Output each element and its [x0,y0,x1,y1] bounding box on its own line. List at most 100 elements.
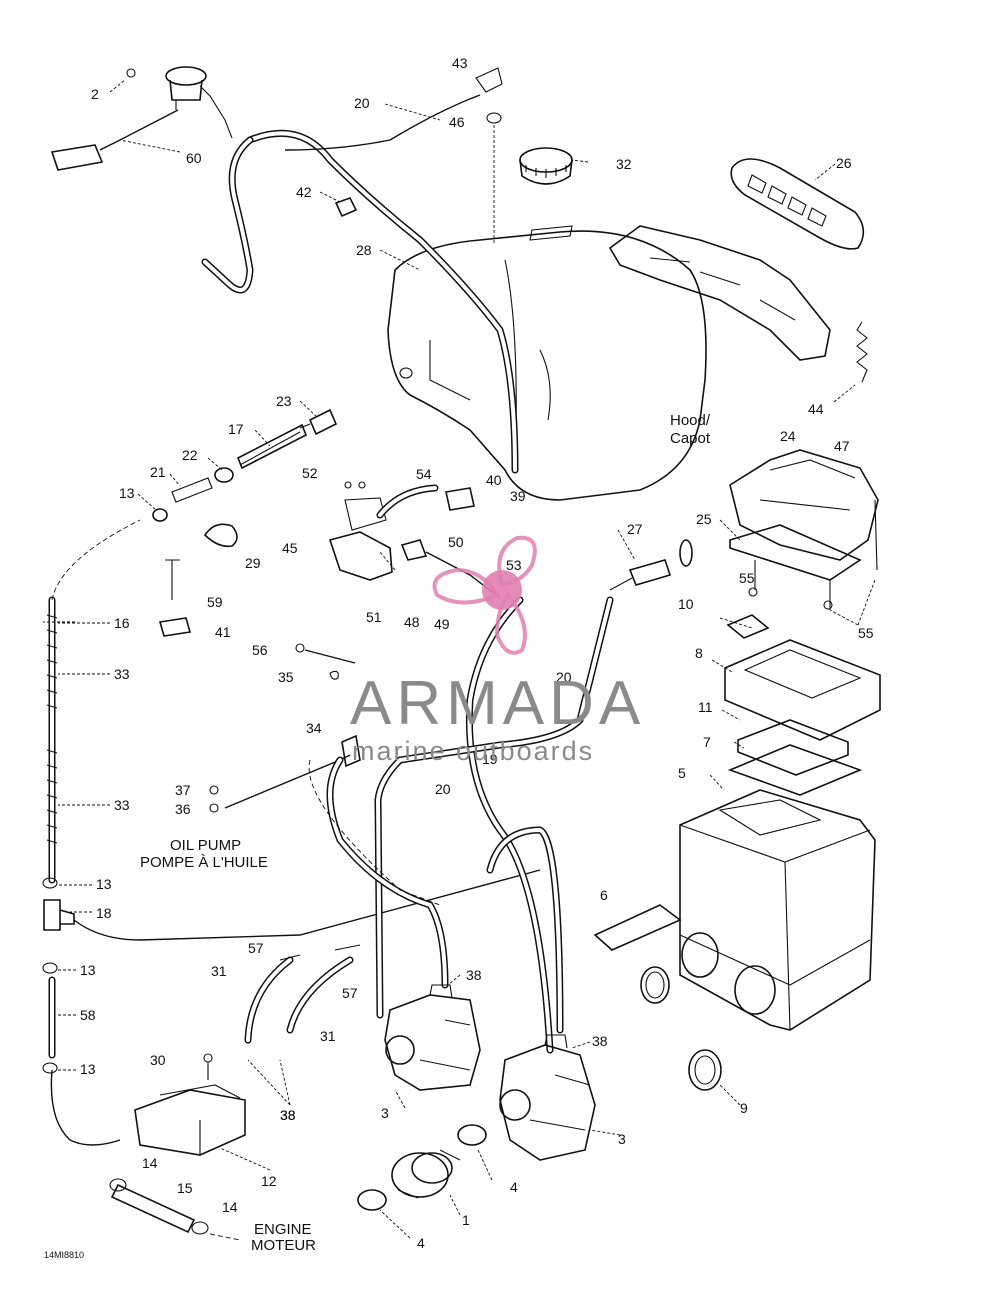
callout: 23 [276,393,292,409]
callout: 4 [510,1179,518,1195]
callout: 3 [618,1131,626,1147]
watermark-brand: ARMADA [350,669,645,738]
oil-pump-cable [209,734,361,813]
hood-grill [730,158,865,250]
hood-label: Hood/ [670,412,711,429]
callout: 54 [416,466,432,482]
carburetor-right [499,1034,596,1161]
moteur-label: MOTEUR [251,1237,316,1254]
leader-lines [43,79,876,1239]
callout: 30 [150,1052,166,1068]
callout: 13 [80,962,96,978]
watermark: ARMADA marine outboards [350,535,645,766]
callout: 41 [215,624,231,640]
callout: 9 [740,1100,748,1116]
callout: 52 [302,465,318,481]
callout: 3 [381,1105,389,1121]
callout-labels: 2 60 20 43 46 32 26 42 28 44 23 17 22 21… [80,55,874,1251]
callout: 20 [354,95,370,111]
callout: 39 [510,488,526,504]
callout: 48 [404,614,420,630]
callout: 20 [556,669,572,685]
callout: 57 [248,940,264,956]
carburetor-left [384,984,481,1091]
callout: 19 [482,751,498,767]
callout: 31 [320,1028,336,1044]
callout: 16 [114,615,130,631]
callout: 34 [306,720,322,736]
fasteners [158,559,833,680]
callout: 55 [858,625,874,641]
spring-44 [856,321,868,383]
callout: 49 [434,616,450,632]
callout: 8 [695,645,703,661]
oil-pump-label: OIL PUMP [170,837,241,854]
callout: 28 [356,242,372,258]
engine-label: ENGINE [254,1221,312,1238]
fuel-level-sender [50,66,233,171]
hood-bracket [608,225,831,361]
callout: 25 [696,511,712,527]
line-15 [109,1178,241,1241]
callout: 46 [449,114,465,130]
notes: Hood/ Capot OIL PUMP POMPE À L'HUILE ENG… [44,412,711,1260]
pompe-label: POMPE À L'HUILE [140,854,268,871]
callout: 33 [114,666,130,682]
fuel-pump [134,1053,246,1156]
callout: 14 [142,1155,158,1171]
clamp-42 [334,197,358,218]
callout: 22 [182,447,198,463]
callout: 4 [417,1235,425,1251]
callout: 2 [91,86,99,102]
callout: 44 [808,401,824,417]
callout: 50 [448,534,464,550]
callout: 37 [175,782,191,798]
callout: 38 [280,1107,296,1123]
figure-code: 14MI8810 [44,1250,84,1260]
air-silencer [679,789,876,1031]
callout: 10 [678,596,694,612]
callout: 17 [228,421,244,437]
callout: 57 [342,985,358,1001]
t-connector [42,869,541,1146]
vent-line [201,67,519,474]
callout: 58 [80,1007,96,1023]
watermark-tagline: marine outboards [352,736,594,766]
propeller-logo [432,535,537,655]
callout: 15 [177,1180,193,1196]
carburetor-hoses [244,596,614,1054]
callout: 38 [592,1033,608,1049]
callout: 13 [80,1061,96,1077]
callout: 18 [96,905,112,921]
callout: 31 [211,963,227,979]
capot-label: Capot [670,430,711,447]
fuel-tank [387,225,707,501]
callout: 5 [678,765,686,781]
callout: 11 [698,699,713,715]
callout: 55 [739,570,755,586]
fuel-valve [328,481,475,581]
callout: 24 [780,428,796,444]
intake-sleeves [640,966,722,1091]
callout: 60 [186,150,202,166]
callout: 45 [282,540,298,556]
carb-adaptors [357,1124,487,1211]
tank-outlet-fitting [152,408,338,522]
callout: 42 [296,184,312,200]
callout: 6 [600,887,608,903]
callout: 14 [222,1199,238,1215]
callout: 53 [506,557,522,573]
callout: 13 [119,485,135,501]
callout: 56 [252,642,268,658]
callout: 7 [703,734,711,750]
air-intake-housing [729,449,879,610]
callout: 13 [96,876,112,892]
throttle-cable [609,539,693,591]
fuel-cap [519,147,573,185]
callout: 40 [486,472,502,488]
callout: 29 [245,555,261,571]
pad-6 [593,904,682,951]
callout: 21 [150,464,166,480]
callout: 47 [834,438,850,454]
